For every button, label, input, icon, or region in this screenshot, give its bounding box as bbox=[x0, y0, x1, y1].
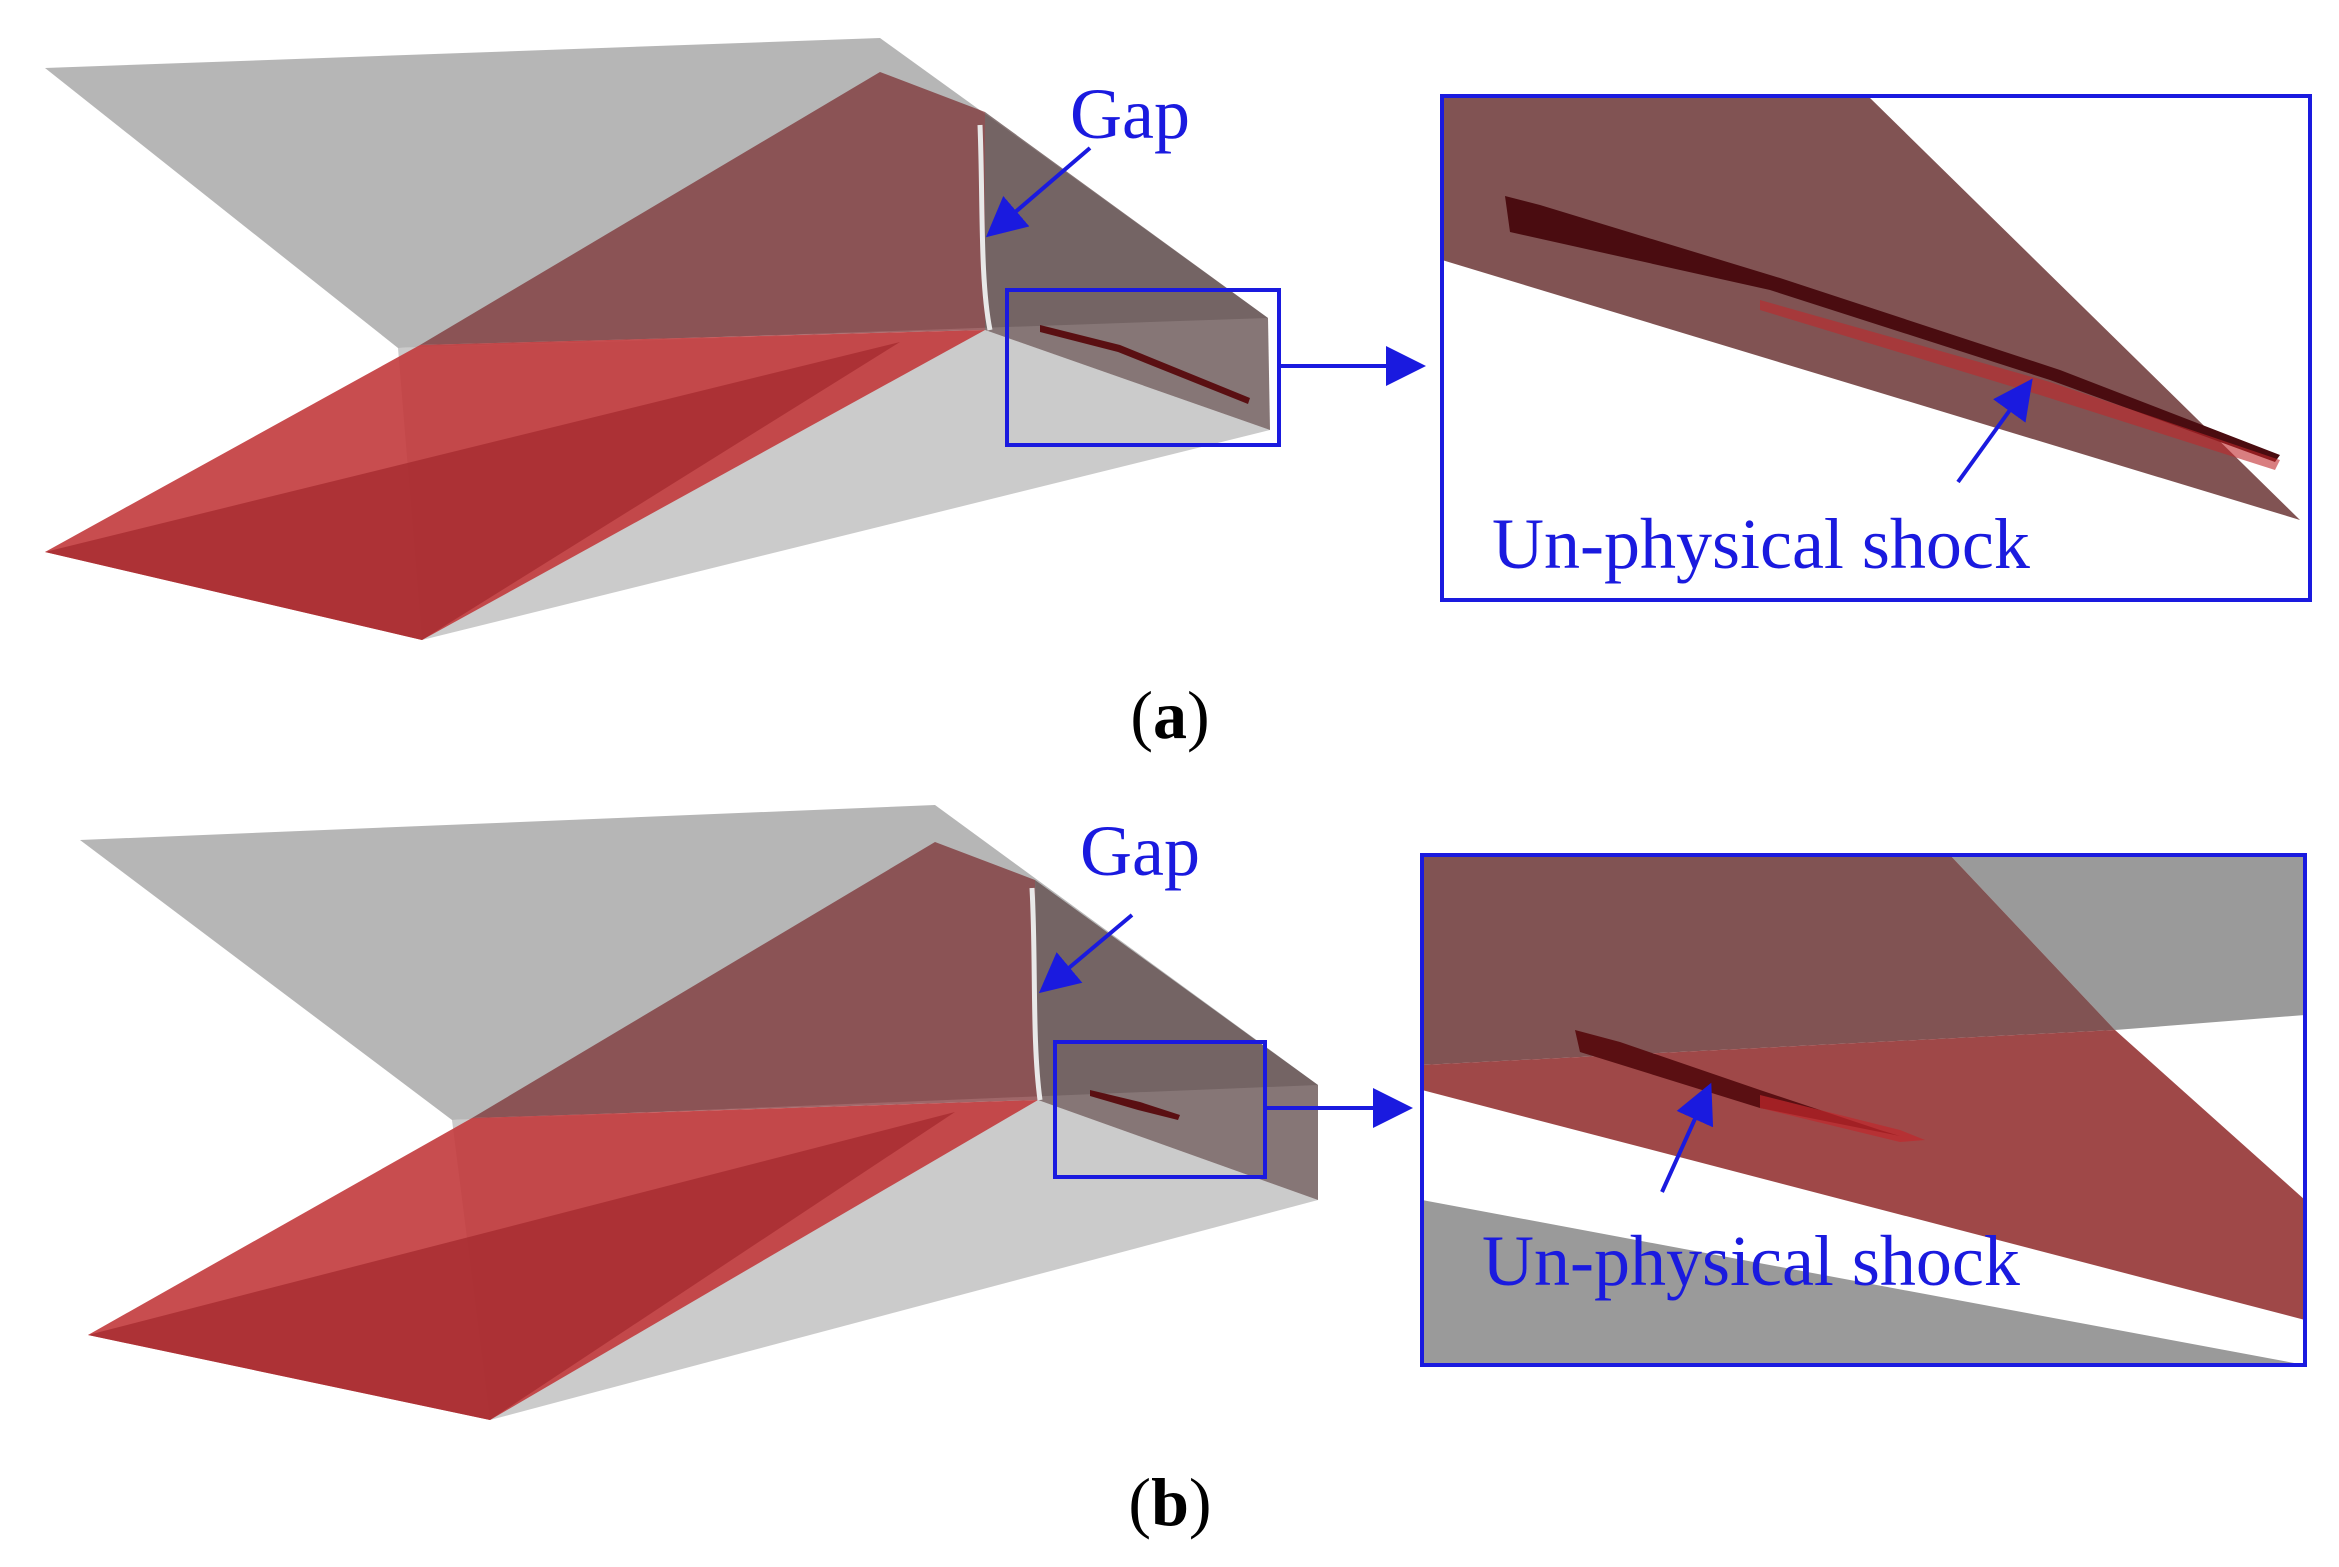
panel-a-shock-arrow bbox=[1956, 378, 2033, 484]
panel-b-shock-streak-small bbox=[1090, 1090, 1180, 1120]
panel-a-gap-arrow bbox=[985, 146, 1092, 238]
panel-a-red-surface-upper bbox=[420, 72, 985, 345]
panel-a-wing-model bbox=[45, 38, 1270, 640]
panel-b-inset-gray-lower bbox=[1422, 1200, 2305, 1365]
panel-b-zoom-inset bbox=[1422, 855, 2305, 1365]
panel-b-wing-model bbox=[80, 805, 1318, 1420]
panel-b: Gap Un-physical shock (b) bbox=[80, 805, 2307, 1540]
panel-b-shock-label: Un-physical shock bbox=[1482, 1221, 2020, 1301]
panel-b-inset-red-surface bbox=[1422, 1030, 2305, 1320]
panel-b-inset-dark-surface bbox=[1422, 855, 2115, 1065]
panel-a-gap-label: Gap bbox=[1070, 74, 1190, 154]
panel-b-gap-line bbox=[1029, 887, 1043, 1101]
panel-b-inset-shock bbox=[1575, 1030, 1900, 1136]
panel-b-red-surface-shade bbox=[88, 1112, 955, 1420]
panel-b-gap-label: Gap bbox=[1080, 811, 1200, 891]
panel-a-shock-streak-small bbox=[1040, 325, 1250, 404]
panel-a-caption: (a) bbox=[1130, 677, 1209, 753]
panel-b-gap-arrow bbox=[1038, 913, 1134, 994]
panel-a-shock-label: Un-physical shock bbox=[1492, 504, 2030, 584]
panel-a-inset-shock bbox=[1505, 196, 2280, 462]
panel-a-tail-wedge bbox=[985, 112, 1270, 430]
panel-a-zoom-inset bbox=[1442, 96, 2310, 600]
panel-a-inset-frame bbox=[1440, 94, 2312, 602]
panel-a-red-surface-shade bbox=[45, 342, 900, 640]
panel-b-shock-arrow bbox=[1660, 1082, 1714, 1193]
panel-b-red-surface-upper bbox=[472, 842, 1038, 1118]
panel-a: Gap Un-physical shock (a) bbox=[45, 38, 2312, 753]
panel-a-gap-line bbox=[977, 124, 993, 331]
panel-b-inset-frame bbox=[1420, 853, 2307, 1367]
panel-b-inset-shock-fringe bbox=[1760, 1095, 1925, 1142]
panel-b-caption: (b) bbox=[1128, 1464, 1211, 1540]
panel-b-inset-gray-upper bbox=[1950, 855, 2305, 1030]
